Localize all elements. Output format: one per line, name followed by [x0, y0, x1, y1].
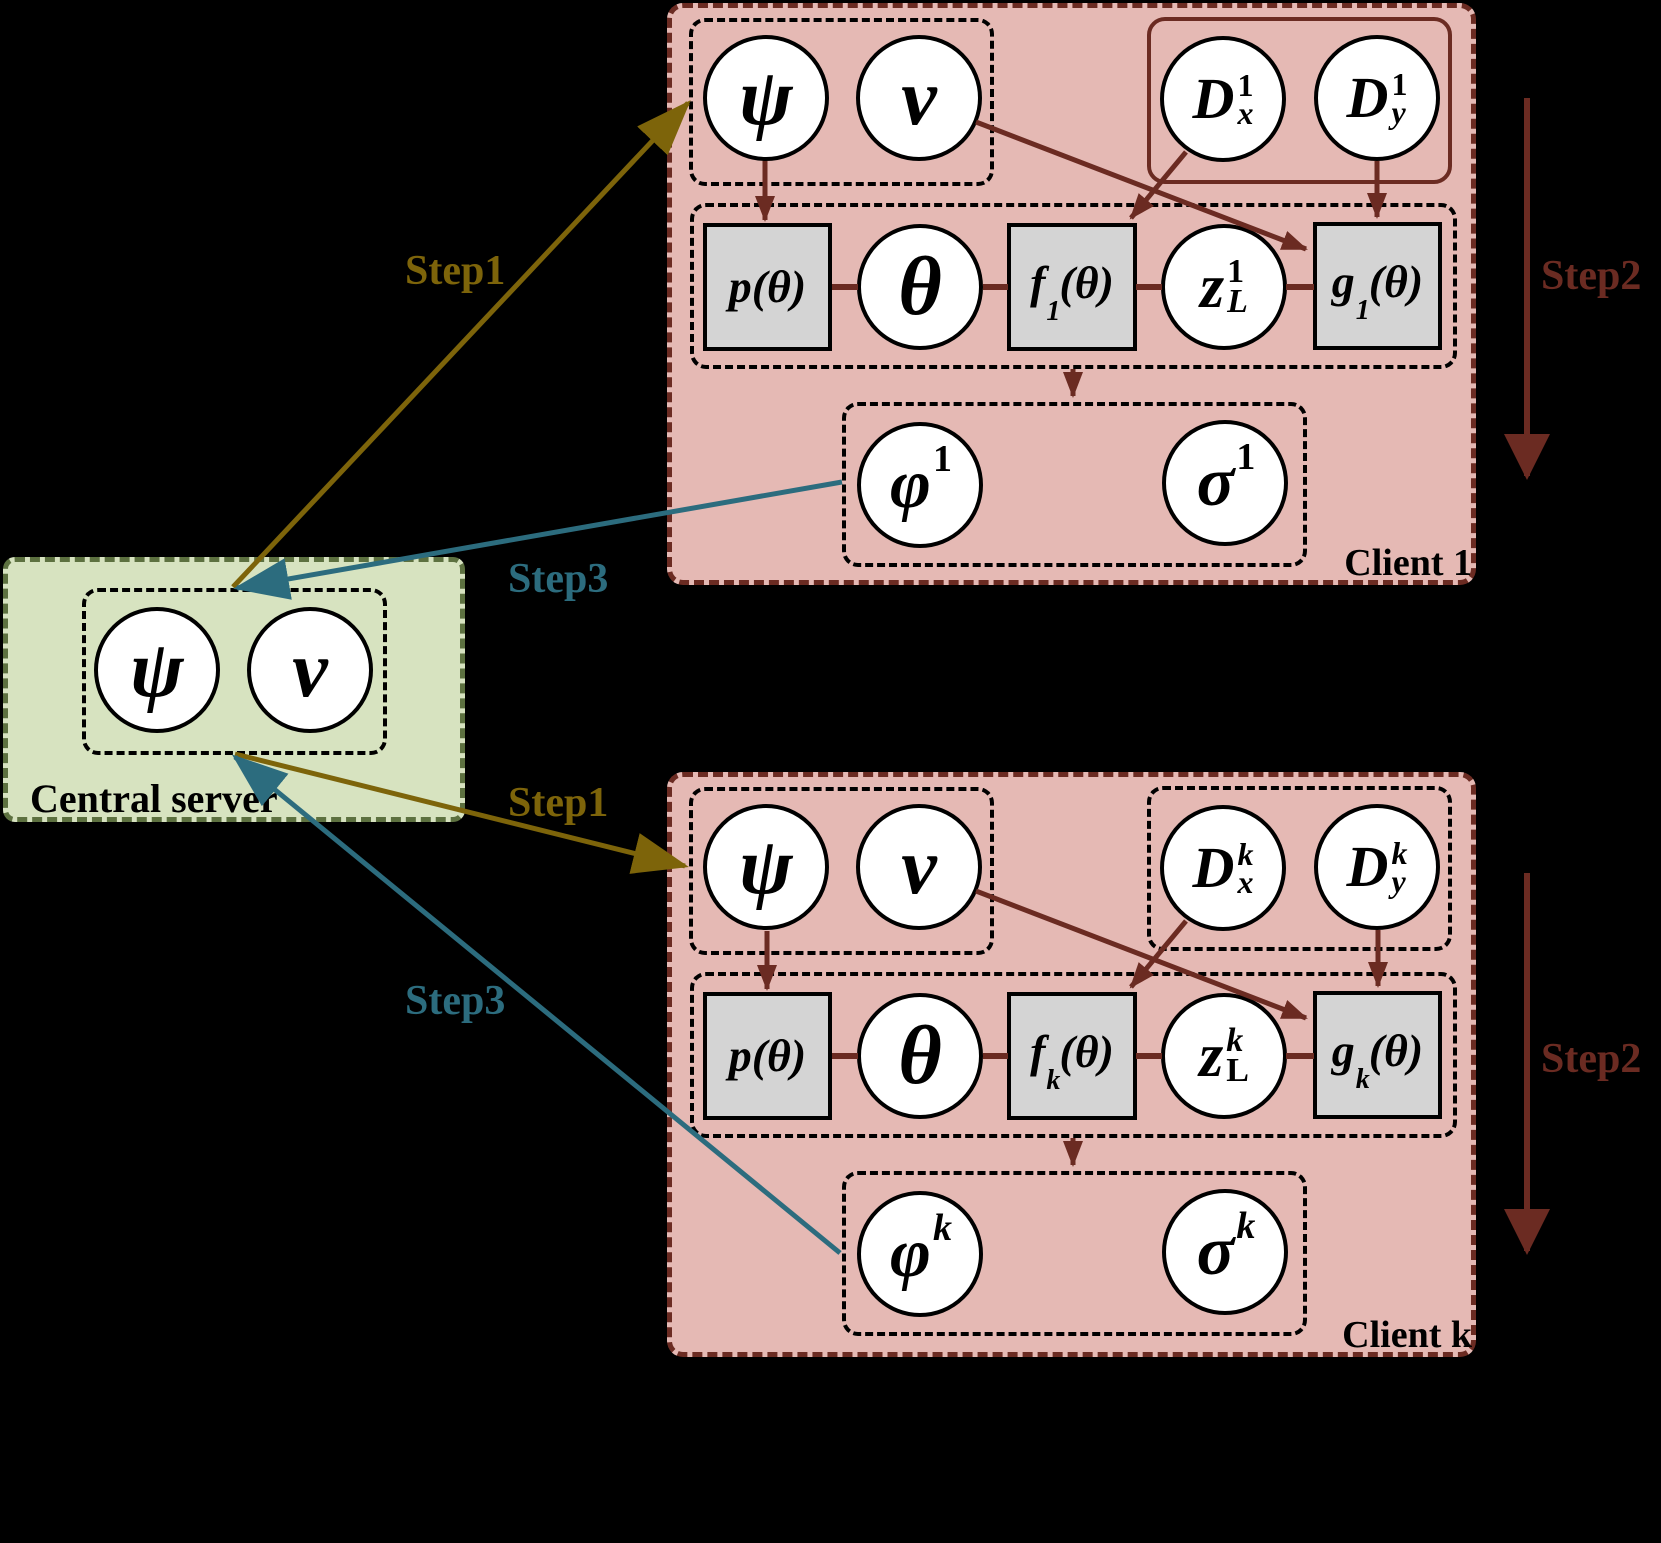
central-server-label: Central server — [30, 776, 278, 821]
z-symbol: z — [1199, 1022, 1224, 1090]
d-sup: k — [1237, 835, 1254, 872]
g-arg: (θ) — [1368, 255, 1424, 307]
g-theta-label: g1(θ) — [1331, 255, 1424, 324]
d-sup: 1 — [1237, 66, 1254, 103]
d-scripts: 1 x — [1237, 66, 1254, 131]
f-arg: (θ) — [1059, 1025, 1114, 1077]
theta-symbol: θ — [898, 1009, 942, 1102]
clientk-node-sigma: σ k — [1162, 1189, 1288, 1315]
client1-node-p-theta: p(θ) — [703, 223, 832, 351]
step3-label-client1: Step3 — [508, 556, 609, 602]
f-theta-label: fk(θ) — [1030, 1025, 1114, 1094]
theta-symbol: θ — [898, 240, 942, 333]
z-sub: L — [1226, 1052, 1249, 1089]
g-theta-label: gk(θ) — [1331, 1024, 1424, 1093]
p-theta-label: p(θ) — [728, 261, 807, 312]
clientk-node-p-theta: p(θ) — [703, 992, 832, 1120]
g-sub: 1 — [1355, 295, 1370, 327]
client1-node-nu: ν — [856, 35, 982, 161]
client1-label: Client 1 — [1344, 542, 1472, 584]
client1-box: ψ ν D 1 x D 1 y p(θ) θ f1(θ) — [667, 3, 1476, 585]
d-sub: y — [1391, 94, 1406, 130]
z-sub: L — [1227, 283, 1248, 320]
d-sup: k — [1391, 834, 1408, 871]
d-scripts: k y — [1391, 834, 1408, 899]
d-sub: x — [1237, 864, 1254, 900]
p-theta-label: p(θ) — [728, 1030, 807, 1081]
nu-symbol: ν — [292, 626, 328, 714]
client1-node-phi: φ 1 — [857, 422, 983, 548]
phi-sup: 1 — [932, 438, 952, 480]
clientk-node-dy: D k y — [1314, 804, 1440, 930]
server-node-nu: ν — [247, 607, 373, 733]
clientk-label: Client k — [1342, 1314, 1472, 1356]
step1-arrow-to-client1 — [231, 100, 691, 589]
g-arg: (θ) — [1368, 1024, 1424, 1076]
central-server-box: ψ ν Central server — [3, 557, 465, 822]
sigma-sup: 1 — [1236, 436, 1256, 478]
z-scripts: k L — [1226, 1022, 1249, 1089]
sigma-symbol: σ — [1196, 444, 1235, 521]
d-symbol: D — [1192, 66, 1235, 131]
client1-node-psi: ψ — [703, 35, 829, 161]
f-base: f — [1030, 1025, 1046, 1077]
z-scripts: 1 L — [1227, 253, 1248, 320]
client1-node-z: z 1 L — [1161, 224, 1287, 350]
client1-node-dx: D 1 x — [1160, 36, 1286, 162]
d-sub: y — [1391, 863, 1406, 899]
step2-label-clientk: Step2 — [1541, 1036, 1642, 1082]
clientk-node-nu: ν — [856, 804, 982, 930]
step1-label-client1: Step1 — [405, 248, 506, 294]
z-symbol: z — [1200, 253, 1225, 321]
clientk-node-dx: D k x — [1160, 805, 1286, 931]
phi-sup: k — [932, 1207, 952, 1249]
f-sub: k — [1046, 1065, 1061, 1097]
client1-node-f-theta: f1(θ) — [1007, 223, 1137, 351]
d-symbol: D — [1346, 65, 1389, 130]
clientk-box: ψ ν D k x D k y p(θ) θ fk(θ) — [667, 772, 1476, 1357]
clientk-node-g-theta: gk(θ) — [1313, 991, 1442, 1119]
nu-symbol: ν — [901, 823, 937, 911]
d-sub: x — [1237, 95, 1254, 131]
psi-symbol: ψ — [739, 823, 793, 911]
step3-label-clientk: Step3 — [405, 978, 506, 1024]
clientk-node-psi: ψ — [703, 804, 829, 930]
psi-symbol: ψ — [130, 626, 184, 714]
f-arg: (θ) — [1059, 256, 1114, 308]
d-symbol: D — [1192, 835, 1235, 900]
step2-label-client1: Step2 — [1541, 253, 1642, 299]
g-sub: k — [1355, 1064, 1370, 1096]
client1-node-dy: D 1 y — [1314, 35, 1440, 161]
server-node-psi: ψ — [94, 607, 220, 733]
phi-symbol: φ — [890, 446, 931, 523]
clientk-node-phi: φ k — [857, 1191, 983, 1317]
g-base: g — [1331, 1024, 1355, 1076]
f-theta-label: f1(θ) — [1030, 256, 1114, 325]
sigma-symbol: σ — [1196, 1213, 1235, 1290]
d-sup: 1 — [1391, 65, 1408, 102]
nu-symbol: ν — [901, 54, 937, 142]
f-base: f — [1030, 256, 1046, 308]
g-base: g — [1331, 255, 1355, 307]
d-scripts: 1 y — [1391, 65, 1408, 130]
client1-node-theta: θ — [857, 224, 983, 350]
clientk-node-z: z k L — [1161, 993, 1287, 1119]
clientk-variational-group — [842, 1171, 1307, 1336]
d-symbol: D — [1346, 834, 1389, 899]
client1-variational-group — [842, 402, 1307, 567]
psi-symbol: ψ — [739, 54, 793, 142]
f-sub: 1 — [1046, 296, 1061, 328]
step1-label-clientk: Step1 — [508, 780, 609, 826]
clientk-node-theta: θ — [857, 993, 983, 1119]
z-sup: 1 — [1227, 253, 1245, 291]
d-scripts: k x — [1237, 835, 1254, 900]
client1-node-sigma: σ 1 — [1162, 420, 1288, 546]
client1-psi-nu-group — [689, 18, 994, 186]
clientk-node-f-theta: fk(θ) — [1007, 992, 1137, 1120]
sigma-sup: k — [1236, 1205, 1256, 1247]
phi-symbol: φ — [890, 1215, 931, 1292]
z-sup: k — [1226, 1022, 1244, 1060]
client1-node-g-theta: g1(θ) — [1313, 222, 1442, 350]
